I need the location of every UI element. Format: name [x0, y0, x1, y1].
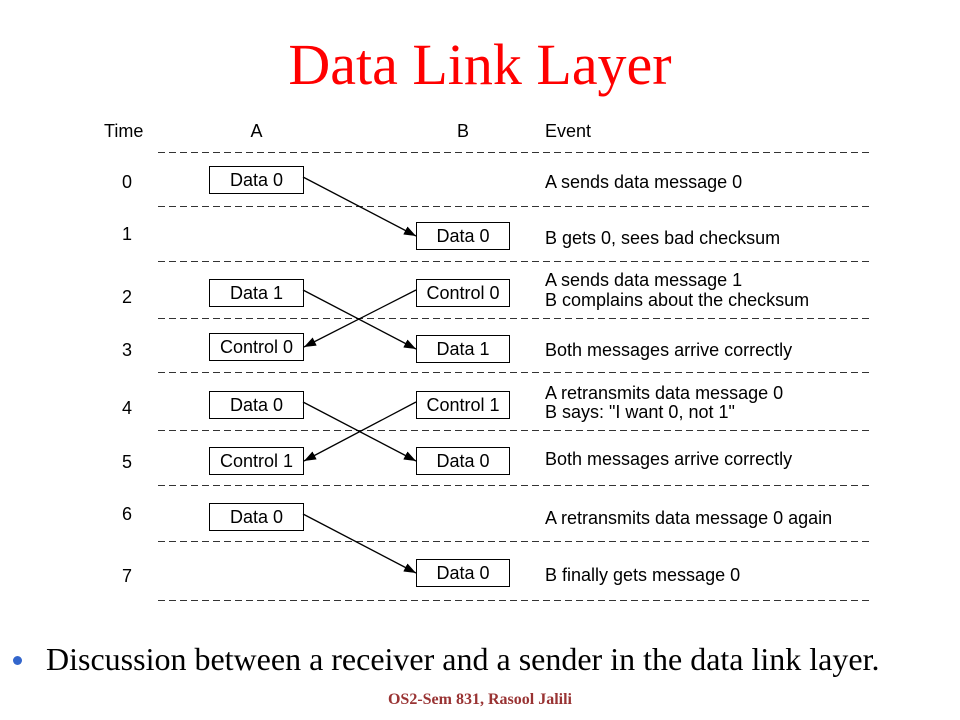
header-time: Time — [104, 121, 144, 141]
message-arrow — [302, 401, 417, 462]
event-text: A sends data message 0 — [545, 172, 743, 192]
header-event: Event — [545, 121, 592, 141]
a-frame-box: Data 1 — [209, 279, 304, 307]
time-label: 0 — [122, 172, 133, 192]
message-arrow — [303, 401, 417, 462]
event-text: A retransmits data message 0 again — [545, 508, 833, 528]
message-arrow — [302, 513, 417, 574]
b-frame-box: Control 1 — [416, 391, 510, 419]
event-text: Both messages arrive correctly — [545, 340, 793, 360]
b-frame-box: Data 0 — [416, 559, 510, 587]
message-arrows — [302, 176, 417, 574]
a-frame-box: Control 1 — [209, 447, 304, 475]
b-frame-box: Data 0 — [416, 222, 510, 250]
b-frame-box: Data 0 — [416, 447, 510, 475]
bullet-text: Discussion between a receiver and a send… — [46, 641, 880, 677]
time-label: 5 — [122, 452, 133, 472]
bullet-icon — [13, 656, 22, 665]
a-frame-box: Control 0 — [209, 333, 304, 361]
time-label: 6 — [122, 504, 133, 524]
slide-footer: OS2-Sem 831, Rasool Jalili — [387, 691, 572, 708]
time-label: 2 — [122, 287, 133, 307]
a-frame-box: Data 0 — [209, 503, 304, 531]
event-text: B gets 0, sees bad checksum — [545, 228, 781, 248]
header-b: B — [456, 121, 469, 141]
b-frame-box: Data 1 — [416, 335, 510, 363]
time-label: 7 — [122, 566, 133, 586]
time-label: 4 — [122, 398, 133, 418]
message-arrow — [302, 176, 417, 237]
header-a: A — [250, 121, 263, 141]
event-text: B says: "I want 0, not 1" — [545, 402, 735, 422]
time-label: 3 — [122, 340, 133, 360]
row-dividers — [158, 152, 870, 601]
a-frame-box: Data 0 — [209, 166, 304, 194]
b-frame-box: Control 0 — [416, 279, 510, 307]
event-text: Both messages arrive correctly — [545, 449, 793, 469]
time-label: 1 — [122, 224, 133, 244]
a-frame-box: Data 0 — [209, 391, 304, 419]
message-arrow — [303, 289, 417, 348]
event-text: B complains about the checksum — [545, 290, 810, 310]
event-text: A retransmits data message 0 — [545, 383, 784, 403]
event-text: B finally gets message 0 — [545, 565, 741, 585]
message-arrow — [302, 289, 417, 350]
slide-title: Data Link Layer — [288, 32, 672, 97]
event-text: A sends data message 1 — [545, 270, 743, 290]
